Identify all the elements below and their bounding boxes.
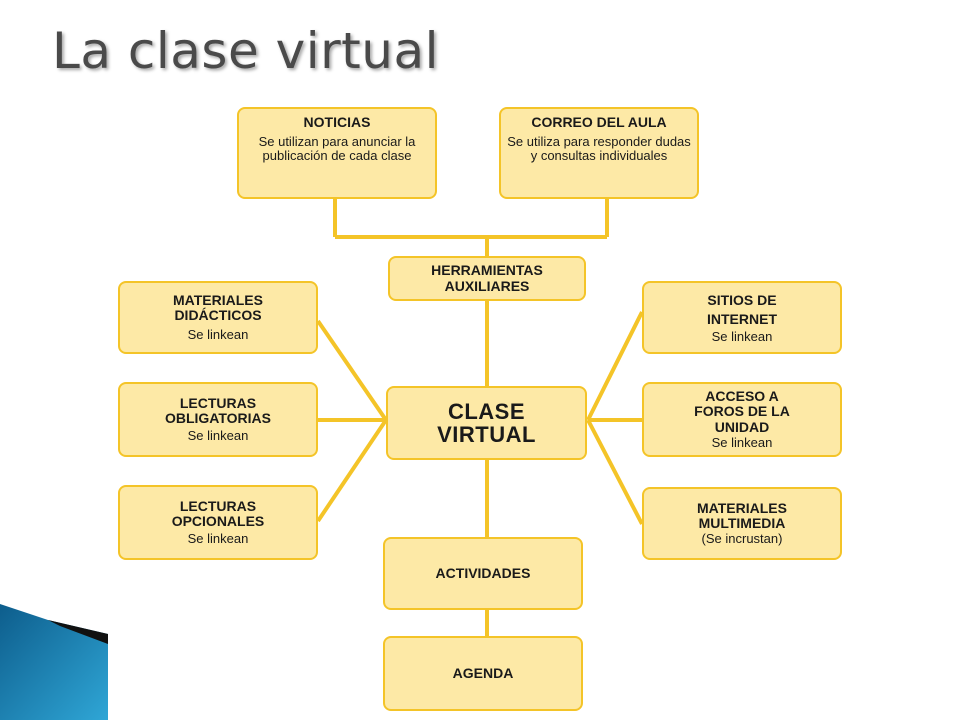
- lecturas-opcionales-desc: Se linkean: [187, 530, 249, 546]
- materiales-didacticos-box: MATERIALES DIDÁCTICOS Se linkean: [118, 281, 318, 354]
- actividades-title: ACTIVIDADES: [435, 564, 531, 581]
- materiales-didacticos-desc: Se linkean: [187, 326, 249, 342]
- acceso-foros-box: ACCESO A FOROS DE LA UNIDAD Se linkean: [642, 382, 842, 457]
- correo-box: CORREO DEL AULA Se utiliza para responde…: [499, 107, 699, 199]
- noticias-title: NOTICIAS: [303, 114, 371, 130]
- slide-title: La clase virtual: [52, 22, 439, 80]
- herramientas-title: HERRAMIENTAS AUXILIARES: [431, 261, 543, 294]
- clase-virtual-box: CLASE VIRTUAL: [386, 386, 587, 460]
- herramientas-box: HERRAMIENTAS AUXILIARES: [388, 256, 586, 301]
- lecturas-obligatorias-title: LECTURAS OBLIGATORIAS: [164, 394, 272, 427]
- lecturas-opcionales-title: LECTURAS OPCIONALES: [171, 497, 265, 530]
- clase-virtual-title: CLASE VIRTUAL: [437, 398, 536, 447]
- lecturas-opcionales-box: LECTURAS OPCIONALES Se linkean: [118, 485, 318, 560]
- actividades-box: ACTIVIDADES: [383, 537, 583, 610]
- materiales-multimedia-box: MATERIALES MULTIMEDIA (Se incrustan): [642, 487, 842, 560]
- acceso-foros-title: ACCESO A FOROS DE LA UNIDAD: [694, 387, 790, 436]
- materiales-didacticos-title: MATERIALES DIDÁCTICOS: [173, 291, 263, 324]
- sitios-internet-title: SITIOS DE INTERNET: [707, 291, 777, 328]
- correo-title: CORREO DEL AULA: [531, 114, 667, 130]
- noticias-desc: Se utilizan para anunciar la publicación…: [258, 133, 416, 164]
- lecturas-obligatorias-box: LECTURAS OBLIGATORIAS Se linkean: [118, 382, 318, 457]
- sitios-internet-box: SITIOS DE INTERNET Se linkean: [642, 281, 842, 354]
- noticias-box: NOTICIAS Se utilizan para anunciar la pu…: [237, 107, 437, 199]
- sitios-internet-desc: Se linkean: [711, 328, 773, 344]
- lecturas-obligatorias-desc: Se linkean: [187, 427, 249, 443]
- materiales-multimedia-title: MATERIALES MULTIMEDIA: [697, 499, 787, 532]
- acceso-foros-desc: Se linkean: [711, 434, 773, 450]
- agenda-box: AGENDA: [383, 636, 583, 711]
- agenda-title: AGENDA: [452, 664, 514, 681]
- correo-desc: Se utiliza para responder dudas y consul…: [507, 133, 691, 164]
- materiales-multimedia-desc: (Se incrustan): [701, 530, 783, 546]
